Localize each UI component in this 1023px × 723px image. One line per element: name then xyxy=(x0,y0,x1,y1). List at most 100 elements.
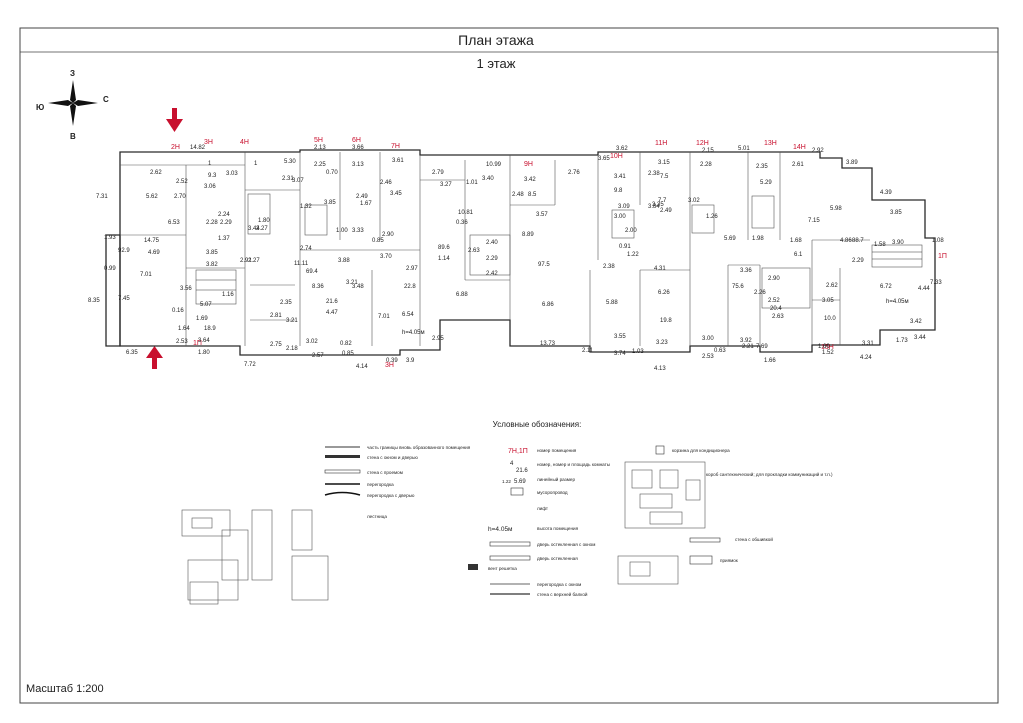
dimension-label: 2.48 xyxy=(512,192,524,198)
dimension-label: 7.7 xyxy=(658,198,667,204)
dimension-label: 3.15 xyxy=(658,160,670,166)
dimension-label: 3.90 xyxy=(892,240,904,246)
dimension-label: 3.44 xyxy=(248,226,260,232)
dimension-label: 3.06 xyxy=(204,184,216,190)
dimension-label: 9.8 xyxy=(614,188,623,194)
unit-label: 10Н xyxy=(610,153,623,160)
dimension-label: 2.63 xyxy=(772,314,784,320)
legend-item: лифт xyxy=(537,506,549,511)
dimension-label: 6.88 xyxy=(456,292,468,298)
dimension-label: 1.80 xyxy=(198,350,210,356)
unit-label: 3Н xyxy=(385,362,394,369)
dimension-label: 2.49 xyxy=(660,208,672,214)
dimension-label: 2.81 xyxy=(270,313,282,319)
unit-label: 14Н xyxy=(793,144,806,151)
legend-stair-sketch xyxy=(181,509,329,605)
dimension-label: 0.16 xyxy=(172,308,184,314)
dimension-label: 13.73 xyxy=(540,341,556,347)
dimension-label: 3.09 xyxy=(618,204,630,210)
dimension-label: 1.58 xyxy=(874,242,886,248)
dimension-label: 88.7 xyxy=(852,238,864,244)
legend-item: стена с проемом xyxy=(367,470,403,475)
dimension-label: 7.15 xyxy=(808,218,820,224)
dimension-label: 0.82 xyxy=(340,341,352,347)
dimension-label: 1.80 xyxy=(258,218,270,224)
dimension-label: 6.72 xyxy=(880,284,892,290)
dimension-label: 2.35 xyxy=(280,300,292,306)
legend-item: стена с обшивкой xyxy=(735,536,773,542)
dimension-label: 1.32 xyxy=(300,204,312,210)
dimension-label: 7.72 xyxy=(244,362,256,368)
dimension-label: 1.60 xyxy=(818,344,830,350)
dimension-label: 2.25 xyxy=(314,162,326,168)
unit-label: 7Н xyxy=(391,143,400,150)
dimension-label: 3.64 xyxy=(198,338,210,344)
dimension-label: 1.01 xyxy=(466,180,478,186)
dimension-label: 2.28 xyxy=(700,162,712,168)
dimension-label: 3.62 xyxy=(616,146,628,152)
dimension-label: 2.24 xyxy=(218,212,230,218)
building-walls xyxy=(105,149,936,356)
dimension-label: 2.90 xyxy=(768,276,780,282)
legend-item: дверь остекленная xyxy=(537,556,578,561)
entrance-arrow-bottom-icon xyxy=(146,346,163,369)
compass-east: С xyxy=(103,95,109,104)
dimension-label: 1.67 xyxy=(360,201,372,207)
dimension-label: 2.40 xyxy=(486,240,498,246)
dimension-label: 3.74 xyxy=(614,351,626,357)
dimension-label: 0.36 xyxy=(456,220,468,226)
dimension-label: 10.81 xyxy=(458,210,474,216)
dimension-label: 3.92 xyxy=(740,338,752,344)
legend-item: номер помещения xyxy=(537,448,577,453)
dimension-label: 1.93 xyxy=(104,235,116,241)
dimension-label: 3.33 xyxy=(352,228,364,234)
dimension-label: 8.5 xyxy=(528,192,537,198)
dimension-label: 3.31 xyxy=(862,341,874,347)
dimension-label: 3.48 xyxy=(352,284,364,290)
legend-title: Условные обозначения: xyxy=(493,420,582,429)
dimension-label: 1.16 xyxy=(222,292,234,298)
unit-label: 11Н xyxy=(655,140,667,147)
legend-sample-num: 4 xyxy=(510,461,514,467)
legend-item: стена с окном и дверью xyxy=(367,455,418,460)
dimension-label: 4.14 xyxy=(356,364,368,370)
dimension-label: 6.54 xyxy=(402,312,414,318)
dimension-label: 3.85 xyxy=(890,210,902,216)
dimension-label: 1.37 xyxy=(218,236,230,242)
legend-item: вент решетка xyxy=(488,566,517,571)
dimension-label: 4.31 xyxy=(654,266,666,272)
dimension-label: 2.92 xyxy=(812,148,824,154)
unit-label: 9Н xyxy=(524,161,533,168)
dimension-label: 3.61 xyxy=(392,158,404,164)
dimension-label: 3.85 xyxy=(324,200,336,206)
dimension-label: 1.66 xyxy=(764,358,776,364)
dimension-label: 3.42 xyxy=(524,177,536,183)
legend-item: короб сантехнический; для прокладки комм… xyxy=(706,471,833,477)
dimension-label: 2.61 xyxy=(792,162,804,168)
dimension-label: 4.44 xyxy=(918,286,930,292)
dimension-label: 5.88 xyxy=(606,300,618,306)
dimension-label: 14.82 xyxy=(190,145,206,151)
legend-item: перегородка с окном xyxy=(537,582,581,587)
legend-item: стена с верхней балкой xyxy=(537,591,588,597)
dimension-label: 4.39 xyxy=(880,190,892,196)
dimension-label: 2.53 xyxy=(176,339,188,345)
unit-label: 15Н xyxy=(821,344,834,351)
dimension-label: 21.6 xyxy=(326,299,338,305)
dimension-label: 3.27 xyxy=(440,182,452,188)
dimension-label: 3.9 xyxy=(406,358,415,364)
scale-label: Масштаб 1:200 xyxy=(26,683,104,695)
dimension-label: 7.69 xyxy=(756,344,768,350)
dimension-label: 0.85 xyxy=(372,238,384,244)
dimension-label: 1.03 xyxy=(632,349,644,355)
dimension-label: 2.63 xyxy=(468,248,480,254)
dimension-label: 2.29 xyxy=(220,220,232,226)
dimension-label: 3.44 xyxy=(914,335,926,341)
legend-sample-dim-b: 5.69 xyxy=(514,479,526,485)
dimension-label: 2.26 xyxy=(754,290,766,296)
dimension-label: 2.29 xyxy=(852,258,864,264)
legend-item: корзина для кондиционера xyxy=(672,448,730,453)
dimension-label: 2.91 xyxy=(240,258,252,264)
legend-sample-height: h=4.05м xyxy=(488,526,513,533)
